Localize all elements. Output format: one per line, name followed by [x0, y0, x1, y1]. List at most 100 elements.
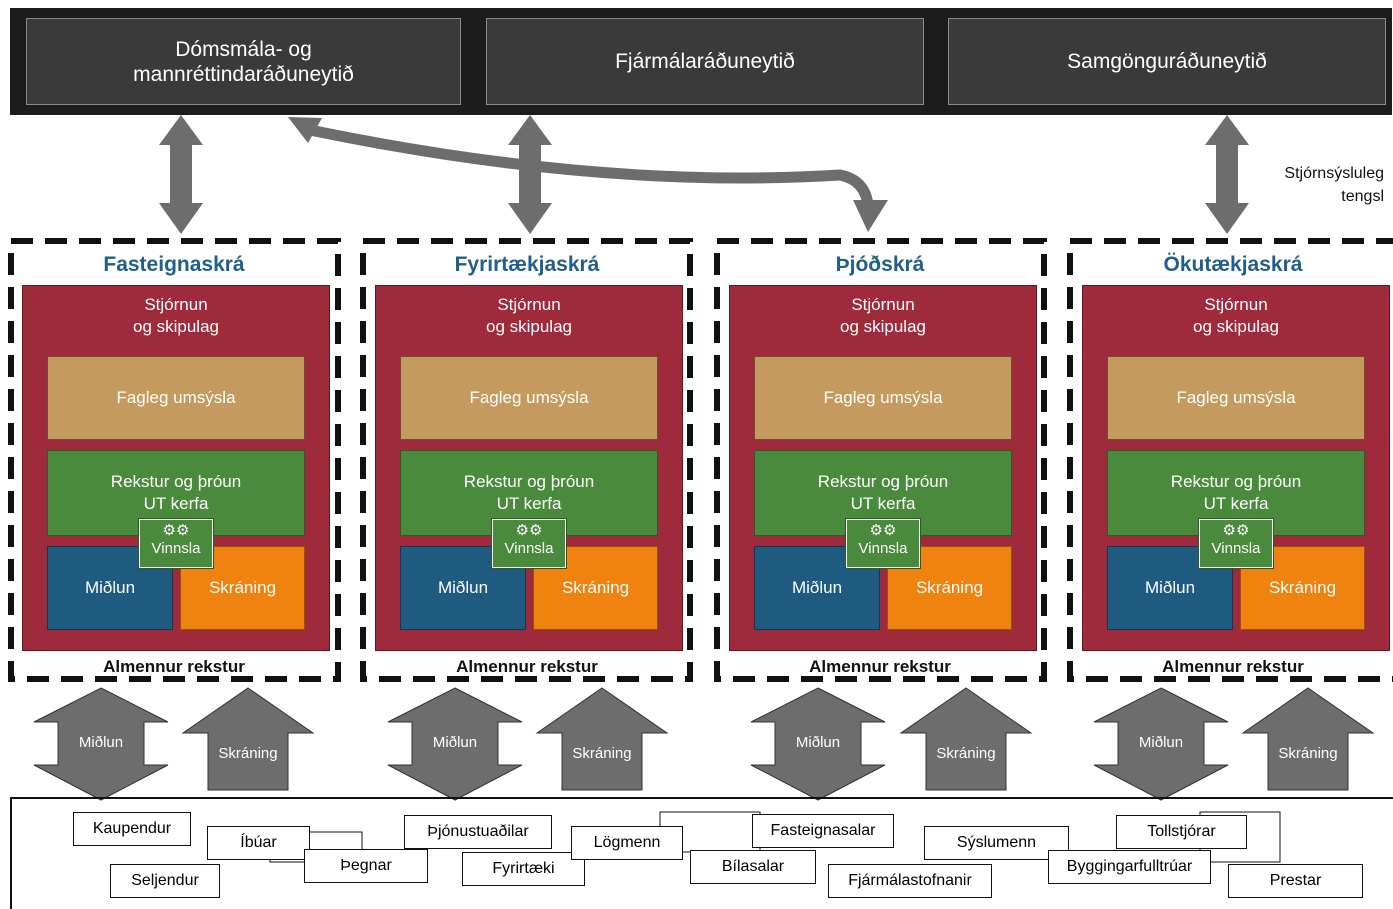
distribution-label: Miðlun: [1144, 578, 1196, 597]
arrow-justice-fasteign: [159, 115, 203, 234]
distribution-label: Miðlun: [791, 578, 843, 597]
ministry-transport: Samgönguráðuneytið: [948, 18, 1386, 105]
flow-registration-4: [1241, 687, 1375, 791]
flow-distribution-4: [1093, 687, 1229, 801]
actor-box: Fyrirtæki: [462, 852, 585, 886]
agency-title-fasteign: Fasteignaskrá: [103, 253, 245, 276]
flow-registration-label-1: Skráning: [218, 745, 278, 762]
flow-arrows: [33, 687, 1375, 801]
flow-registration-3: [899, 687, 1033, 791]
gears-icon: ⚙⚙: [1222, 522, 1250, 539]
flow-registration-label-2: Skráning: [572, 745, 632, 762]
processing-label: Vinnsla: [858, 540, 908, 557]
processing-block: ⚙⚙ Vinnsla: [138, 518, 214, 569]
governance-label: Stjórnun og skipulag: [839, 295, 926, 336]
actor-box: Þegnar: [304, 849, 428, 883]
governance-label: Stjórnun og skipulag: [132, 295, 219, 336]
ministry-justice: Dómsmála- og mannréttindaráðuneytið: [26, 18, 461, 105]
flow-distribution-3: [750, 687, 886, 801]
processing-block: ⚙⚙ Vinnsla: [491, 518, 567, 569]
general-ops-label-1: Almennur rekstur: [103, 657, 245, 676]
actor-box: Fasteignasalar: [752, 814, 894, 848]
agency-title-okutaek: Ökutækjaskrá: [1163, 253, 1303, 276]
arrow-finance-fyrirtaek: [508, 115, 552, 234]
operations-label: Rekstur og þróun UT kerfa: [1170, 472, 1302, 513]
arrow-transport-okutaek: [1205, 115, 1249, 234]
agency-panel-fyrirtaek: Stjórnun og skipulag Fagleg umsýsla Reks…: [375, 285, 683, 651]
ministry-finance-label: Fjármálaráðuneytið: [615, 50, 795, 73]
flow-distribution-2: [387, 687, 523, 801]
professional-label: Fagleg umsýsla: [1176, 388, 1296, 407]
processing-label: Vinnsla: [1211, 540, 1261, 557]
processing-block: ⚙⚙ Vinnsla: [845, 518, 921, 569]
actor-box: Sýslumenn: [924, 826, 1069, 860]
flow-registration-label-3: Skráning: [936, 745, 996, 762]
registration-label: Skráning: [208, 578, 277, 597]
actor-box: Byggingarfulltrúar: [1048, 850, 1211, 884]
flow-registration-1: [181, 687, 315, 791]
operations-label: Rekstur og þróun UT kerfa: [463, 472, 595, 513]
relation-label: Stjórnsýsluleg tengsl: [1284, 165, 1384, 205]
actor-box: Fjármálastofnanir: [828, 864, 992, 898]
registration-label: Skráning: [915, 578, 984, 597]
actor-box: Prestar: [1228, 864, 1363, 898]
operations-block: Rekstur og þróun UT kerfa: [400, 450, 658, 536]
agency-title-fyrirtaek: Fyrirtækjaskrá: [454, 253, 600, 276]
agency-frames: [8, 238, 1393, 682]
frame-okutaek: [1067, 238, 1393, 682]
professional-block: Fagleg umsýsla: [400, 356, 658, 440]
gears-icon: ⚙⚙: [515, 522, 543, 539]
agency-panel-thjodskra: Stjórnun og skipulag Fagleg umsýsla Reks…: [729, 285, 1037, 651]
professional-label: Fagleg umsýsla: [469, 388, 589, 407]
actor-box: Tollstjórar: [1116, 815, 1247, 849]
general-ops-label-4: Almennur rekstur: [1162, 657, 1304, 676]
professional-block: Fagleg umsýsla: [47, 356, 305, 440]
operations-label: Rekstur og þróun UT kerfa: [817, 472, 949, 513]
operations-label: Rekstur og þróun UT kerfa: [110, 472, 242, 513]
actor-box: Kaupendur: [73, 812, 191, 846]
actors-area: [10, 797, 1393, 909]
frame-fyrirtaek: [360, 238, 693, 682]
flow-distribution-1: [33, 687, 169, 801]
distribution-label: Miðlun: [84, 578, 136, 597]
actor-box: Bílasalar: [690, 850, 816, 884]
flow-distribution-label-2: Miðlun: [432, 734, 478, 751]
agency-panel-fasteign: Stjórnun og skipulag Fagleg umsýsla Reks…: [22, 285, 330, 651]
professional-block: Fagleg umsýsla: [1107, 356, 1365, 440]
distribution-label: Miðlun: [437, 578, 489, 597]
professional-block: Fagleg umsýsla: [754, 356, 1012, 440]
actor-box: Lögmenn: [571, 826, 683, 860]
actor-box: Íbúar: [207, 826, 310, 860]
flow-registration-2: [535, 687, 669, 791]
flow-registration-label-4: Skráning: [1278, 745, 1338, 762]
governance-label: Stjórnun og skipulag: [1192, 295, 1279, 336]
flow-distribution-label-3: Miðlun: [795, 734, 841, 751]
processing-label: Vinnsla: [151, 540, 201, 557]
arrow-justice-thjodskra: [288, 117, 888, 232]
ministry-justice-label: Dómsmála- og mannréttindaráðuneytið: [133, 37, 354, 86]
gears-icon: ⚙⚙: [162, 522, 190, 539]
professional-label: Fagleg umsýsla: [823, 388, 943, 407]
governance-label: Stjórnun og skipulag: [485, 295, 572, 336]
processing-block: ⚙⚙ Vinnsla: [1198, 518, 1274, 569]
ministry-finance: Fjármálaráðuneytið: [486, 18, 924, 105]
distribution-block: Miðlun: [1107, 546, 1233, 630]
frame-fasteign: [8, 238, 341, 682]
ministry-agency-arrows: [159, 115, 1249, 234]
general-ops-label-3: Almennur rekstur: [809, 657, 951, 676]
processing-label: Vinnsla: [504, 540, 554, 557]
gears-icon: ⚙⚙: [869, 522, 897, 539]
registration-block: Skráning: [180, 546, 305, 630]
ministry-transport-label: Samgönguráðuneytið: [1067, 50, 1267, 73]
actor-box: Seljendur: [110, 864, 220, 898]
general-ops-label-2: Almennur rekstur: [456, 657, 598, 676]
flow-distribution-label-4: Miðlun: [1138, 734, 1184, 751]
registration-label: Skráning: [561, 578, 630, 597]
flow-distribution-label-1: Miðlun: [78, 734, 124, 751]
actor-box: Þjónustuaðilar: [404, 815, 552, 849]
agency-panel-okutaek: Stjórnun og skipulag Fagleg umsýsla Reks…: [1082, 285, 1390, 651]
agency-title-thjodskra: Þjóðskrá: [835, 253, 925, 276]
frame-thjodskra: [714, 238, 1047, 682]
registration-label: Skráning: [1268, 578, 1337, 597]
